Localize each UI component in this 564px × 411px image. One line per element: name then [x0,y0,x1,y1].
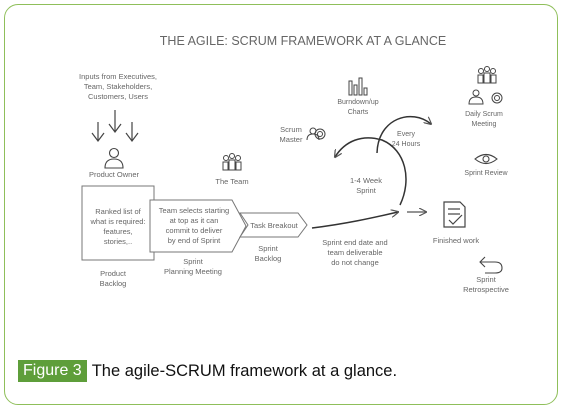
sprint-loop-arrow [335,137,407,206]
caption-label: Figure 3 [18,360,87,382]
burndown-chart-icon [348,77,368,96]
planning-box-line: commit to deliver [166,226,223,235]
sprint-backlog-label: Backlog [255,254,282,263]
team-label: The Team [215,177,248,186]
product-backlog-label: Backlog [100,279,127,288]
planning-chevron [149,199,247,253]
backlog-box-line: features, [103,227,132,236]
inputs-line: Team, Stakeholders, [84,82,152,91]
product-owner-label: Product Owner [89,170,140,179]
backlog-box-line: stories,.. [104,237,132,246]
inputs-text: Inputs from Executives, Team, Stakeholde… [79,72,157,101]
retrospective-label: Sprint [476,275,497,284]
scrum-master-icon [306,127,326,141]
retrospective-label: Retrospective [463,285,509,294]
backlog-box-line: Ranked list of [95,207,141,216]
sprint-review-label: Sprint Review [464,170,508,177]
product-owner-icon [104,147,124,169]
every-24-label: 24 Hours [392,141,421,148]
return-arrow-icon [479,256,503,274]
daily-scrum-label: Daily Scrum [465,111,503,118]
task-breakout-label: Task Breakout [250,221,298,230]
scrum-master-label: Scrum [280,125,302,134]
scrum-master-label: Master [280,135,303,144]
inputs-line: Inputs from Executives, [79,72,157,81]
document-check-icon [443,201,466,228]
every-24-label: Every [397,131,415,138]
daily-scrum-label: Meeting [472,121,497,128]
burndown-label: Charts [348,109,369,116]
caption-text: The agile-SCRUM framework at a glance. [91,361,398,380]
sprint-backlog-label: Sprint [258,244,279,253]
sprint-end-label: team deliverable [327,248,382,257]
daily-scrum-icon [468,66,503,105]
diagram-title: THE AGILE: SCRUM FRAMEWORK AT A GLANCE [160,34,446,48]
figure-caption: Figure 3 The agile-SCRUM framework at a … [18,360,397,382]
sprint-length-label: 1-4 Week [350,176,382,185]
sprint-length-label: Sprint [356,186,377,195]
flow-arrow [311,212,398,229]
burndown-label: Burndown/up [337,99,378,106]
sprint-end-label: do not change [331,258,379,267]
planning-box-line: Team selects starting [159,206,229,215]
finished-work-label: Finished work [433,236,480,245]
planning-box-line: at top as it can [170,216,219,225]
eye-icon [474,153,498,165]
planning-box-line: by end of Sprint [168,236,221,245]
planning-label: Sprint [183,257,204,266]
backlog-box-line: what is required: [89,217,145,226]
product-backlog-label: Product [100,269,127,278]
figure-frame [4,4,558,405]
input-arrows [91,110,139,142]
daily-loop-arrow [376,115,431,154]
planning-label: Planning Meeting [164,267,222,276]
team-icon [222,153,242,171]
task-breakout-chevron [239,212,308,238]
inputs-line: Customers, Users [88,92,148,101]
sprint-end-label: Sprint end date and [322,238,387,247]
